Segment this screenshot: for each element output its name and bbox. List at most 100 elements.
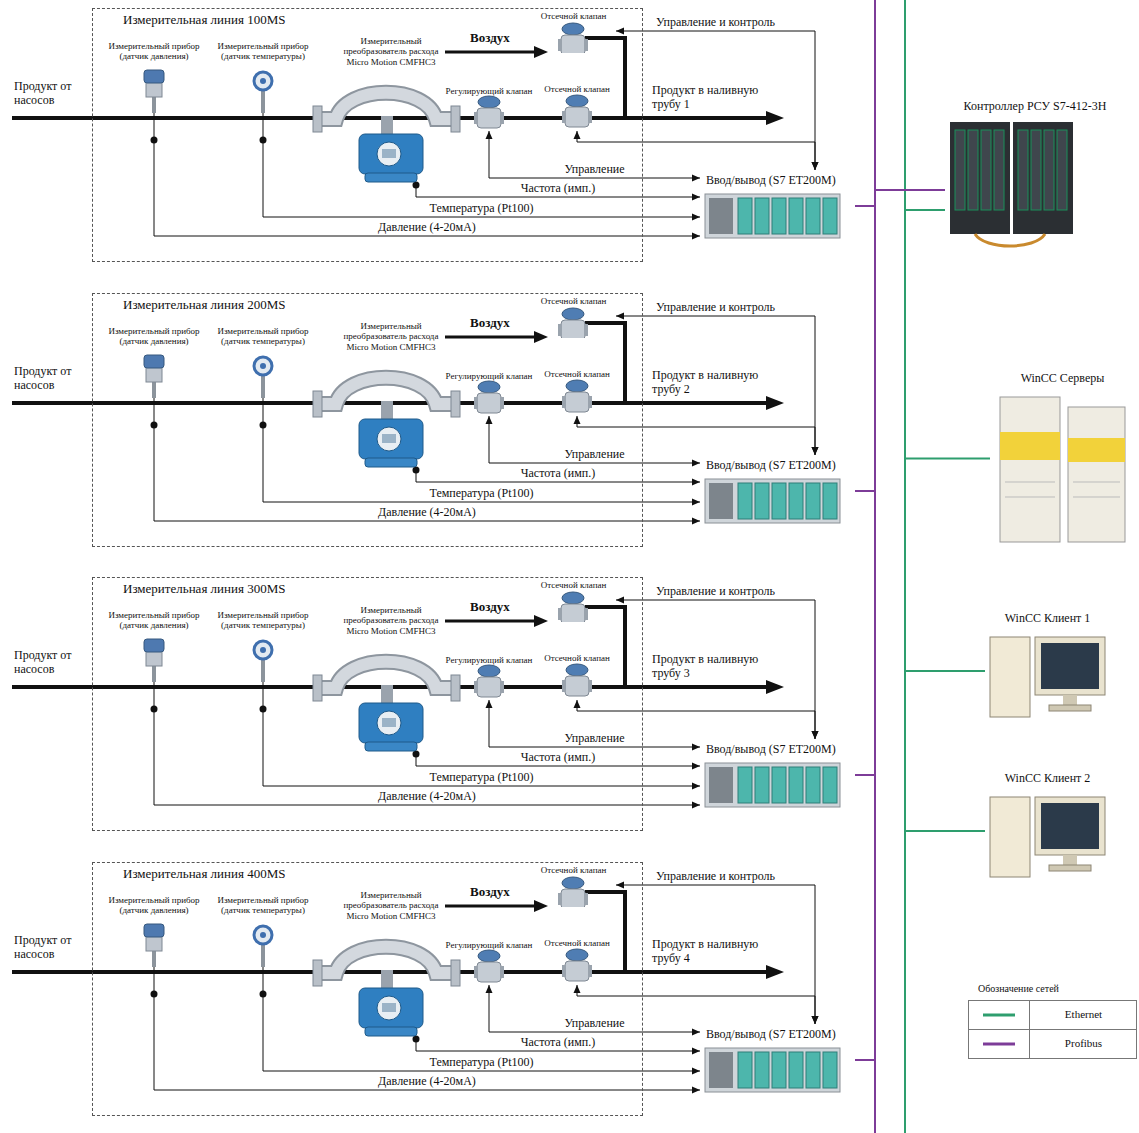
signal-connector — [151, 967, 701, 1094]
prod-device: Отсечной клапан — [541, 938, 613, 985]
pipe-arrow — [766, 965, 784, 979]
junction-dot — [413, 751, 420, 758]
arrow-head — [812, 447, 819, 455]
measuring-line-group: Измерительная линия 400MSИзмерительный п… — [92, 862, 643, 1116]
cli-device: WinCC Клиент 1 — [985, 612, 1110, 720]
signal-connector — [151, 113, 701, 240]
signal-connector — [855, 190, 945, 491]
arrow-head — [812, 1016, 819, 1024]
arrow-head — [692, 175, 700, 182]
inlet-label: Продукт от насосов — [14, 365, 94, 393]
air-device: Отсечной клапан — [531, 296, 616, 338]
device-caption: Ввод/вывод (S7 ET200M) — [700, 170, 855, 188]
connector-line — [489, 985, 700, 1032]
arrow-head — [692, 499, 700, 506]
connector-line — [855, 190, 945, 206]
signal-connector — [905, 210, 985, 831]
connector-line — [905, 210, 985, 671]
signal-connector — [151, 398, 701, 525]
temp-device: Измерительный прибор (датчик температуры… — [213, 326, 313, 398]
connector-line — [489, 700, 700, 747]
inlet-label: Продукт от насосов — [14, 80, 94, 108]
connector-line — [154, 113, 700, 236]
signal-connector — [616, 597, 819, 740]
arrow-head — [692, 783, 700, 790]
press-device: Измерительный прибор (датчик давления) — [99, 610, 209, 682]
air-device: Отсечной клапан — [531, 865, 616, 907]
arrow-head — [812, 447, 819, 455]
arrow-head — [692, 460, 700, 467]
junction-dot — [151, 706, 158, 713]
connector-line — [154, 398, 700, 521]
srv-icon — [990, 372, 1135, 545]
signal-label: Частота (имп.) — [519, 751, 598, 764]
legend-row: Ethernet — [969, 1001, 1136, 1030]
device-caption: Измерительный прибор (датчик температуры… — [213, 41, 313, 62]
device-caption: WinCC Серверы — [990, 372, 1135, 386]
temp-device: Измерительный прибор (датчик температуры… — [213, 610, 313, 682]
air-arrow — [534, 900, 548, 912]
signal-connector — [413, 182, 701, 201]
outlet-label: Продукт в наливную трубу 3 — [652, 653, 764, 681]
legend-title: Обозначение сетей — [978, 983, 1059, 995]
temp-device: Измерительный прибор (датчик температуры… — [213, 895, 313, 967]
device-caption: Измерительный прибор (датчик температуры… — [213, 610, 313, 631]
signal-connector — [905, 210, 990, 459]
air-pipe-out — [585, 607, 625, 687]
signal-connector — [855, 190, 945, 206]
air-pipe — [445, 336, 535, 339]
device-caption: Отсечной клапан — [541, 369, 613, 379]
connector-line — [263, 967, 700, 1071]
device-caption: Измерительный прибор (датчик давления) — [99, 41, 209, 62]
device-caption: Отсечной клапан — [531, 865, 616, 875]
air-arrow — [534, 46, 548, 58]
signal-connector — [260, 967, 701, 1075]
signal-label: Управление — [562, 163, 626, 176]
device-caption: Отсечной клапан — [541, 653, 613, 663]
signal-connector — [616, 313, 819, 456]
arrow-head — [812, 162, 819, 170]
prod-device: Отсечной клапан — [541, 84, 613, 131]
signal-label: Управление и контроль — [654, 585, 777, 598]
arrow-head — [616, 597, 624, 604]
signal-connector — [260, 113, 701, 221]
prod-device: Отсечной клапан — [541, 369, 613, 416]
io-device: Ввод/вывод (S7 ET200M) — [700, 170, 855, 242]
arrow-head — [692, 744, 700, 751]
cli-device: WinCC Клиент 2 — [985, 772, 1110, 880]
reg-device: Регулирующий клапан — [441, 655, 537, 700]
signal-connector — [260, 398, 701, 506]
outlet-label: Продукт в наливную трубу 1 — [652, 84, 764, 112]
junction-dot — [151, 422, 158, 429]
device-caption: WinCC Клиент 1 — [985, 612, 1110, 626]
junction-dot — [413, 1036, 420, 1043]
air-label: Воздух — [470, 31, 510, 46]
signal-connector — [616, 882, 819, 1025]
signal-label: Частота (имп.) — [519, 467, 598, 480]
reg-device: Регулирующий клапан — [441, 371, 537, 416]
io-device: Ввод/вывод (S7 ET200M) — [700, 739, 855, 811]
arrow-head — [812, 731, 819, 739]
signal-label: Частота (имп.) — [519, 1036, 598, 1049]
signal-connector — [486, 700, 701, 751]
connector-line — [616, 31, 815, 170]
arrow-head — [692, 214, 700, 221]
reg-device: Регулирующий клапан — [441, 86, 537, 131]
air-arrow — [534, 615, 548, 627]
signal-label: Частота (имп.) — [519, 182, 598, 195]
air-device: Отсечной клапан — [531, 11, 616, 53]
connector-line — [489, 416, 700, 463]
device-caption: Отсечной клапан — [541, 84, 613, 94]
air-pipe — [445, 905, 535, 908]
junction-dot — [413, 467, 420, 474]
signal-label: Давление (4-20мА) — [376, 506, 478, 519]
signal-connector — [486, 131, 701, 182]
arrow-head — [574, 700, 581, 708]
arrow-head — [486, 700, 493, 708]
signal-connector — [855, 190, 945, 1060]
press-device: Измерительный прибор (датчик давления) — [99, 41, 209, 113]
arrow-head — [486, 416, 493, 424]
pipe-arrow — [766, 680, 784, 694]
device-caption: Регулирующий клапан — [441, 86, 537, 96]
flow-device: Измерительный преобразователь расхода Mi… — [301, 36, 471, 183]
